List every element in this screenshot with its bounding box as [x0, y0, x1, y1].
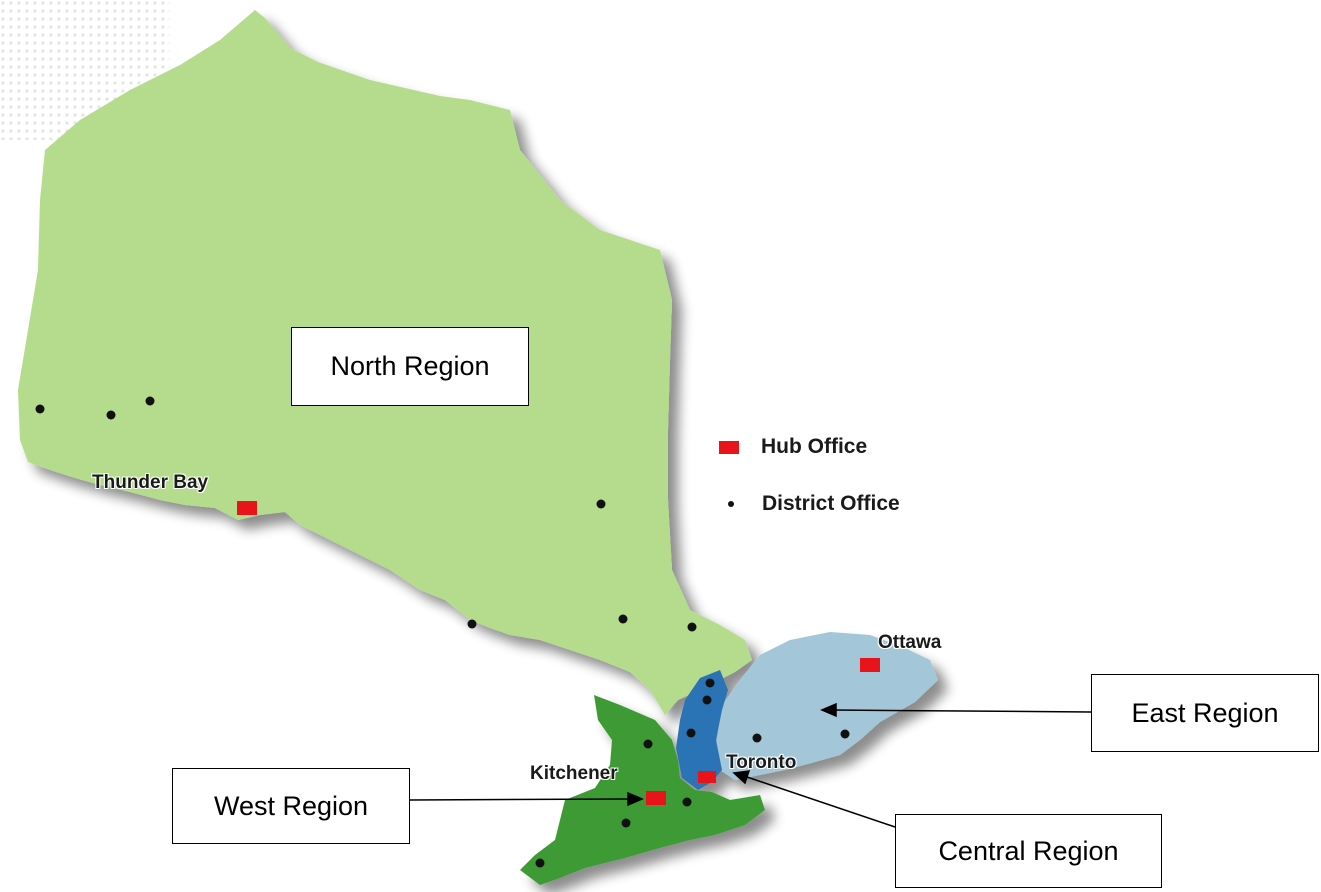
west-arrow-line	[409, 798, 631, 801]
callout-arrows	[409, 702, 1092, 828]
hub-office-marker-kitchener	[646, 791, 666, 805]
district-office-marker	[535, 858, 545, 868]
district-office-marker	[752, 733, 762, 743]
district-office-marker	[106, 410, 116, 420]
district-office-swatch-icon	[728, 501, 734, 507]
central-region-callout: Central Region	[895, 814, 1162, 888]
district-office-marker	[840, 729, 850, 739]
district-office-markers	[35, 396, 850, 868]
legend-hub-office: Hub Office	[719, 435, 867, 459]
district-office-marker	[596, 499, 606, 509]
east-region-shape	[716, 632, 938, 780]
legend-hub-label: Hub Office	[761, 435, 868, 458]
west-arrow-head	[627, 791, 644, 807]
district-office-marker	[687, 622, 697, 632]
central-arrow-head	[732, 770, 751, 785]
central-arrow-line	[743, 775, 896, 828]
district-office-marker	[686, 728, 696, 738]
district-office-marker	[618, 614, 628, 624]
west-region-callout: West Region	[172, 768, 410, 844]
district-office-marker	[467, 619, 477, 629]
east-arrow-head	[820, 702, 837, 718]
city-label-toronto: Toronto	[726, 752, 797, 773]
city-label-thunder-bay: Thunder Bay	[92, 472, 209, 493]
city-label-kitchener: Kitchener	[530, 763, 618, 784]
district-office-marker	[682, 797, 692, 807]
hub-office-markers	[237, 501, 880, 805]
hub-office-swatch-icon	[719, 440, 739, 454]
hub-office-marker-ottawa	[860, 658, 880, 672]
district-office-marker	[705, 678, 715, 688]
district-office-marker	[643, 739, 653, 749]
district-office-marker	[702, 695, 712, 705]
legend-district-office: District Office	[721, 492, 900, 516]
west-region-shape	[520, 695, 765, 885]
district-office-marker	[621, 818, 631, 828]
city-label-ottawa: Ottawa	[878, 632, 942, 653]
legend-district-label: District Office	[762, 492, 900, 515]
hub-office-marker-thunder-bay	[237, 501, 257, 515]
north-region-callout: North Region	[291, 327, 529, 406]
district-office-marker	[145, 396, 155, 406]
east-arrow-line	[831, 709, 1092, 713]
hub-office-marker-toronto	[698, 771, 716, 783]
central-region-shape	[676, 670, 728, 790]
district-office-marker	[35, 404, 45, 414]
east-region-callout: East Region	[1091, 674, 1319, 752]
